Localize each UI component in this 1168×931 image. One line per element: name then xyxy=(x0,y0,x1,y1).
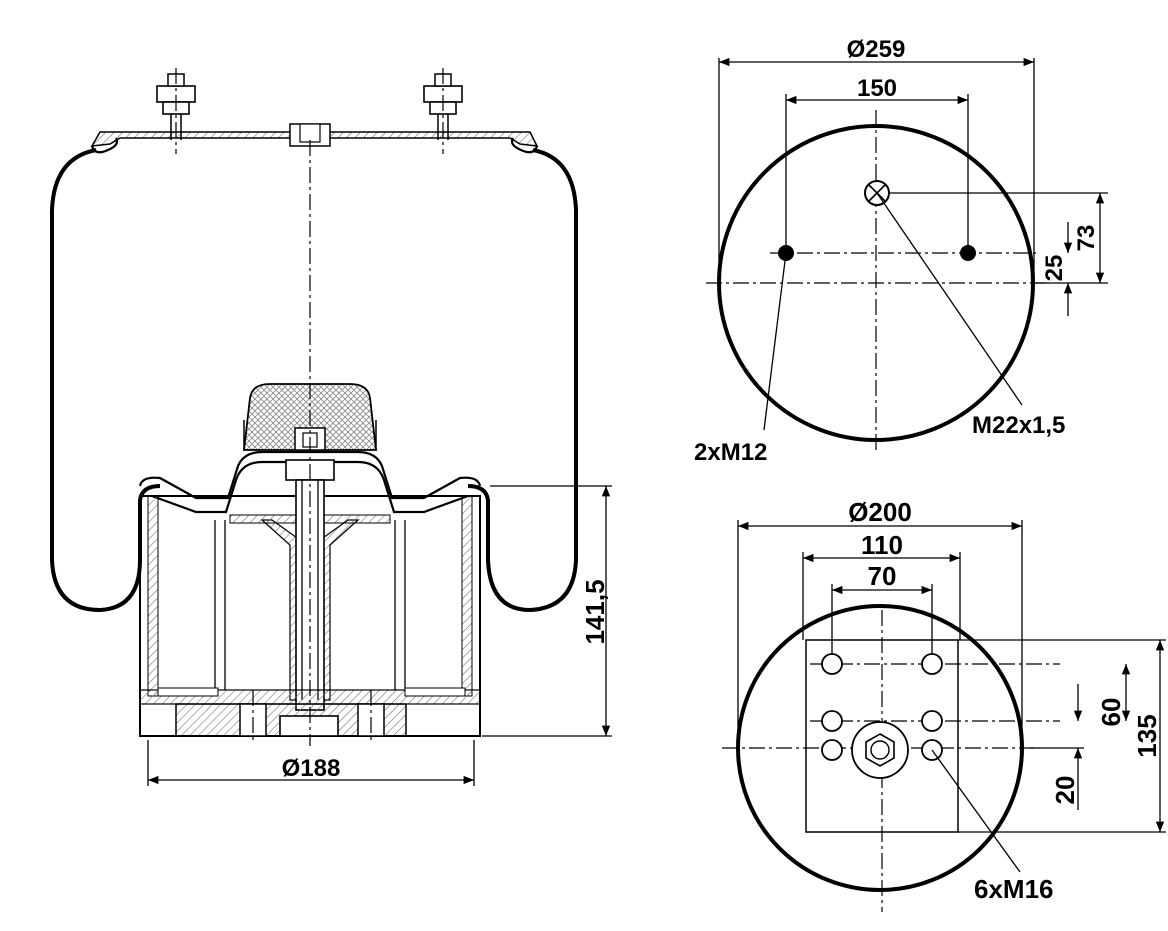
dim-bottom-20-label: 20 xyxy=(1050,776,1080,805)
side-view: 141,5 Ø188 xyxy=(50,68,612,786)
dim-top-bolt-spacing-label: 150 xyxy=(857,75,897,102)
center-bolt-head xyxy=(851,721,909,779)
dim-bottom-110-label: 110 xyxy=(861,530,903,560)
dim-top-25-label: 25 xyxy=(1041,255,1068,282)
top-view: Ø259 150 73 25 M22x1,5 2xM12 xyxy=(694,36,1108,466)
dim-height-label: 141,5 xyxy=(580,579,610,644)
label-bottom-bolts: 6xM16 xyxy=(974,874,1054,904)
label-air-port: M22x1,5 xyxy=(972,412,1065,439)
dim-top-diameter-label: Ø259 xyxy=(847,36,906,63)
bottom-view: Ø200 110 70 135 60 20 6xM16 xyxy=(722,497,1166,912)
top-plate xyxy=(90,131,539,147)
stud-left xyxy=(156,68,196,154)
bottom-holes xyxy=(821,653,943,761)
dim-bottom-diameter-label: Ø200 xyxy=(848,497,912,527)
dim-base-diameter-label: Ø188 xyxy=(282,755,341,782)
dim-top-73-label: 73 xyxy=(1073,225,1100,252)
label-top-bolts: 2xM12 xyxy=(694,439,767,466)
stud-right xyxy=(423,68,463,154)
dim-bottom-135-label: 135 xyxy=(1132,714,1162,757)
dim-bottom-60-label: 60 xyxy=(1096,698,1126,727)
dim-bottom-70-label: 70 xyxy=(868,561,897,591)
